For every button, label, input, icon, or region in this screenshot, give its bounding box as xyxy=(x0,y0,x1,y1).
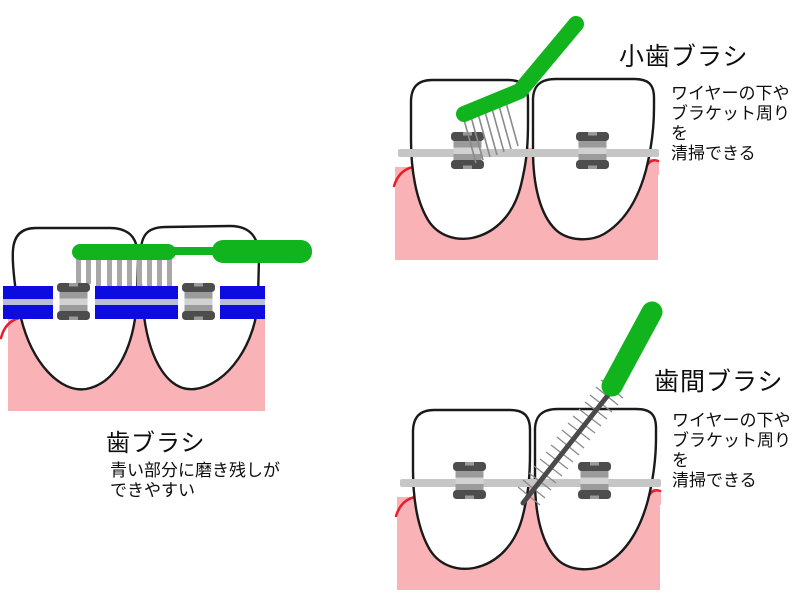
toothbrush-title: 歯ブラシ xyxy=(106,429,206,457)
bracket xyxy=(57,283,90,320)
toothbrush-illustration xyxy=(72,240,312,263)
toothbrush-diagram xyxy=(0,224,312,411)
small-brush-bristles xyxy=(462,98,519,164)
blue-band-missed-area xyxy=(3,284,265,321)
interdental-brush-handle xyxy=(601,301,663,397)
interdental-brush-description: ワイヤーの下や ブラケット周りを 清掃できる xyxy=(672,411,791,491)
bracket xyxy=(182,283,215,320)
toothbrush-bristles xyxy=(76,256,172,288)
small-brush-title: 小歯ブラシ xyxy=(619,42,749,71)
small-brush-illustration xyxy=(456,16,584,122)
interdental-brush-diagram xyxy=(396,301,663,590)
interdental-brush-wire-stem xyxy=(520,382,619,506)
toothbrush-description: 青い部分に磨き残しが できやすい xyxy=(110,461,280,501)
interdental-brush-title: 歯間ブラシ xyxy=(654,367,784,396)
small-toothbrush-diagram xyxy=(394,16,659,260)
small-brush-description: ワイヤーの下や ブラケット周りを 清掃できる xyxy=(671,84,790,164)
teeth-with-braces xyxy=(394,79,659,260)
